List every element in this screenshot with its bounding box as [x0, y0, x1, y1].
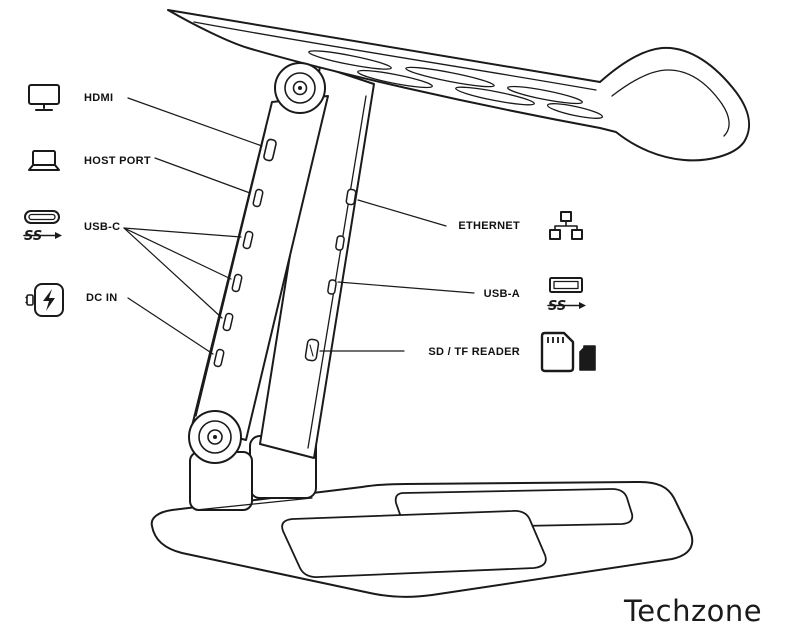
usb-a-label: USB-A [483, 288, 520, 300]
microsd-card-shape [579, 345, 596, 371]
usb-c-port-1 [242, 230, 254, 250]
dc-in-label: DC IN [86, 292, 118, 304]
usb-c-port-3 [222, 312, 234, 332]
sd-slot-mark [304, 338, 320, 362]
platform [167, 9, 751, 162]
host-port-callout-line [154, 157, 251, 194]
usb-c-label: USB-C [84, 221, 121, 233]
platform-lip-inner [611, 69, 730, 137]
platform-vents [308, 50, 604, 119]
ethernet-label: ETHERNET [458, 220, 520, 232]
host-port-label: HOST PORT [84, 155, 151, 167]
power-adapter-icon [25, 283, 64, 317]
ethernet-callout-line [357, 199, 447, 227]
hdmi-label: HDMI [84, 92, 114, 104]
base-cutout-front [281, 510, 547, 578]
sd-card-shape [540, 331, 575, 373]
sd-slot-inner-line [309, 344, 314, 357]
bottom-hinge [188, 410, 242, 464]
platform-inner-edge [193, 21, 597, 91]
usb-c-superspeed-text: SS [24, 229, 42, 242]
host-port [252, 188, 264, 208]
usb-a-port-mark-1 [335, 235, 345, 251]
ethernet-port-mark [345, 188, 357, 206]
sd-tf-reader-label: SD / TF READER [428, 346, 520, 358]
sd-card-icon [540, 331, 596, 373]
laptop-icon [28, 150, 60, 171]
hdmi-port [263, 138, 277, 162]
hdmi-callout-line [127, 97, 263, 147]
usb-a-superspeed-text: SS [548, 299, 566, 312]
dc-in-port [213, 348, 225, 368]
usb-c-callout-line-2 [123, 227, 232, 280]
usb-c-callout-line-1 [123, 227, 242, 238]
rear-arm-inner-line [307, 95, 367, 449]
usb-a-icon: SS [547, 277, 586, 312]
top-hinge [274, 62, 326, 114]
foot-base-line [195, 497, 313, 511]
usb-a-port-mark-2 [327, 279, 337, 295]
monitor-icon [28, 84, 60, 111]
usb-c-icon: SS [23, 210, 62, 242]
callout-lines [123, 97, 475, 355]
brand-wordmark: Techzone [624, 594, 763, 628]
rear-arm [259, 65, 375, 459]
dc-in-callout-line [127, 297, 214, 355]
usb-a-callout-line [337, 281, 475, 294]
usb-c-port-2 [231, 273, 243, 293]
ethernet-icon [549, 211, 583, 240]
front-arm-inner-line [195, 127, 267, 417]
usb-c-callout-line-3 [123, 227, 223, 319]
